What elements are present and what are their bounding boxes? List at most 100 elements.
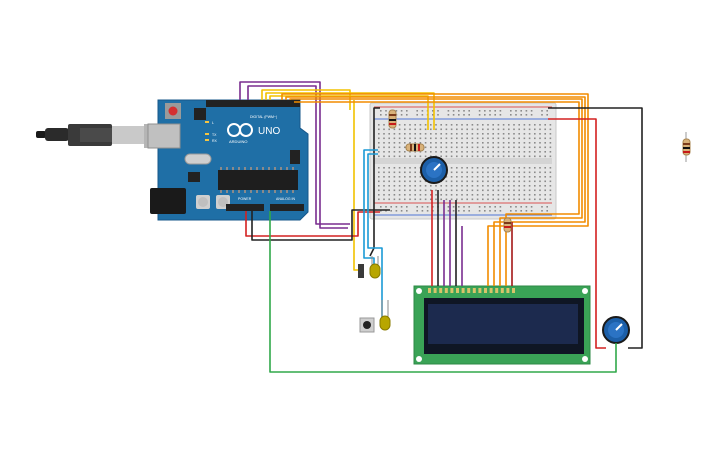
breadboard-hole[interactable]: [534, 151, 536, 153]
breadboard-hole[interactable]: [430, 185, 432, 187]
breadboard-hole[interactable]: [534, 189, 536, 192]
breadboard-hole[interactable]: [458, 210, 460, 212]
breadboard-hole[interactable]: [404, 128, 406, 131]
breadboard-hole[interactable]: [456, 124, 458, 126]
breadboard-hole[interactable]: [456, 171, 458, 174]
resistor[interactable]: [405, 143, 425, 152]
breadboard-hole[interactable]: [549, 151, 552, 153]
breadboard-hole[interactable]: [398, 128, 401, 131]
breadboard-hole[interactable]: [445, 185, 448, 187]
breadboard-hole[interactable]: [430, 133, 432, 135]
breadboard-hole[interactable]: [510, 210, 512, 212]
breadboard-hole[interactable]: [435, 194, 437, 196]
breadboard-hole[interactable]: [499, 210, 502, 212]
breadboard-hole[interactable]: [461, 185, 463, 187]
breadboard-hole[interactable]: [497, 142, 500, 144]
breadboard-hole[interactable]: [388, 194, 390, 196]
digital-header[interactable]: [206, 100, 300, 107]
breadboard-hole[interactable]: [518, 176, 520, 178]
breadboard-hole[interactable]: [534, 185, 536, 187]
breadboard-hole[interactable]: [492, 146, 494, 149]
breadboard-hole[interactable]: [476, 146, 479, 149]
breadboard-hole[interactable]: [435, 124, 437, 126]
breadboard-hole[interactable]: [476, 189, 479, 192]
breadboard-hole[interactable]: [528, 194, 531, 196]
breadboard-hole[interactable]: [404, 142, 406, 144]
breadboard-hole[interactable]: [445, 128, 448, 131]
breadboard-hole[interactable]: [380, 110, 382, 112]
breadboard-hole[interactable]: [502, 151, 505, 153]
breadboard-hole[interactable]: [549, 176, 552, 178]
breadboard-hole[interactable]: [385, 110, 387, 112]
lcd-pin[interactable]: [467, 288, 471, 293]
breadboard-hole[interactable]: [544, 124, 546, 126]
breadboard-hole[interactable]: [544, 167, 546, 169]
breadboard-hole[interactable]: [400, 114, 403, 116]
breadboard-hole[interactable]: [549, 167, 552, 169]
breadboard-hole[interactable]: [541, 206, 543, 208]
breadboard-hole[interactable]: [476, 124, 479, 126]
breadboard-hole[interactable]: [534, 155, 536, 158]
breadboard-hole[interactable]: [409, 155, 411, 158]
breadboard-hole[interactable]: [466, 128, 468, 131]
breadboard-hole[interactable]: [528, 180, 531, 183]
breadboard-hole[interactable]: [388, 151, 390, 153]
breadboard-hole[interactable]: [440, 155, 442, 158]
breadboard-hole[interactable]: [409, 142, 411, 144]
breadboard-hole[interactable]: [513, 151, 515, 153]
breadboard-hole[interactable]: [534, 124, 536, 126]
breadboard-hole[interactable]: [471, 151, 474, 153]
breadboard-hole[interactable]: [513, 137, 515, 140]
pushbutton[interactable]: [359, 317, 375, 333]
power-header[interactable]: [226, 204, 264, 211]
breadboard-hole[interactable]: [523, 189, 526, 192]
breadboard-hole[interactable]: [466, 185, 468, 187]
breadboard-hole[interactable]: [482, 137, 484, 140]
breadboard-hole[interactable]: [421, 206, 424, 208]
breadboard-hole[interactable]: [544, 171, 546, 174]
breadboard-hole[interactable]: [497, 133, 500, 135]
breadboard-hole[interactable]: [518, 180, 520, 183]
breadboard-hole[interactable]: [523, 180, 526, 183]
breadboard-hole[interactable]: [430, 124, 432, 126]
breadboard-hole[interactable]: [409, 133, 411, 135]
breadboard-hole[interactable]: [510, 206, 512, 208]
breadboard-hole[interactable]: [458, 110, 460, 112]
breadboard-hole[interactable]: [461, 198, 463, 201]
breadboard-hole[interactable]: [471, 185, 474, 187]
breadboard-hole[interactable]: [414, 137, 416, 140]
breadboard-hole[interactable]: [421, 114, 424, 116]
breadboard-hole[interactable]: [492, 189, 494, 192]
breadboard-hole[interactable]: [515, 110, 517, 112]
breadboard-hole[interactable]: [461, 180, 463, 183]
breadboard-hole[interactable]: [523, 124, 526, 126]
breadboard-hole[interactable]: [549, 133, 552, 135]
breadboard-hole[interactable]: [528, 137, 531, 140]
breadboard-hole[interactable]: [510, 114, 512, 116]
breadboard-hole[interactable]: [539, 180, 541, 183]
breadboard-hole[interactable]: [445, 124, 448, 126]
breadboard-hole[interactable]: [463, 206, 465, 208]
breadboard-hole[interactable]: [518, 189, 520, 192]
breadboard-hole[interactable]: [487, 171, 489, 174]
breadboard-hole[interactable]: [487, 176, 489, 178]
breadboard-hole[interactable]: [525, 114, 528, 116]
breadboard-hole[interactable]: [544, 151, 546, 153]
breadboard-hole[interactable]: [398, 142, 401, 144]
breadboard-hole[interactable]: [492, 198, 494, 201]
breadboard-hole[interactable]: [502, 167, 505, 169]
breadboard-hole[interactable]: [541, 210, 543, 212]
breadboard-hole[interactable]: [471, 142, 474, 144]
breadboard-hole[interactable]: [398, 189, 401, 192]
breadboard-hole[interactable]: [398, 171, 401, 174]
breadboard-hole[interactable]: [487, 180, 489, 183]
breadboard-hole[interactable]: [508, 133, 510, 135]
breadboard-hole[interactable]: [461, 155, 463, 158]
breadboard-hole[interactable]: [383, 142, 385, 144]
breadboard-hole[interactable]: [419, 185, 422, 187]
breadboard-hole[interactable]: [419, 155, 422, 158]
breadboard-hole[interactable]: [471, 124, 474, 126]
breadboard-hole[interactable]: [492, 194, 494, 196]
breadboard-hole[interactable]: [404, 137, 406, 140]
breadboard-hole[interactable]: [452, 210, 455, 212]
